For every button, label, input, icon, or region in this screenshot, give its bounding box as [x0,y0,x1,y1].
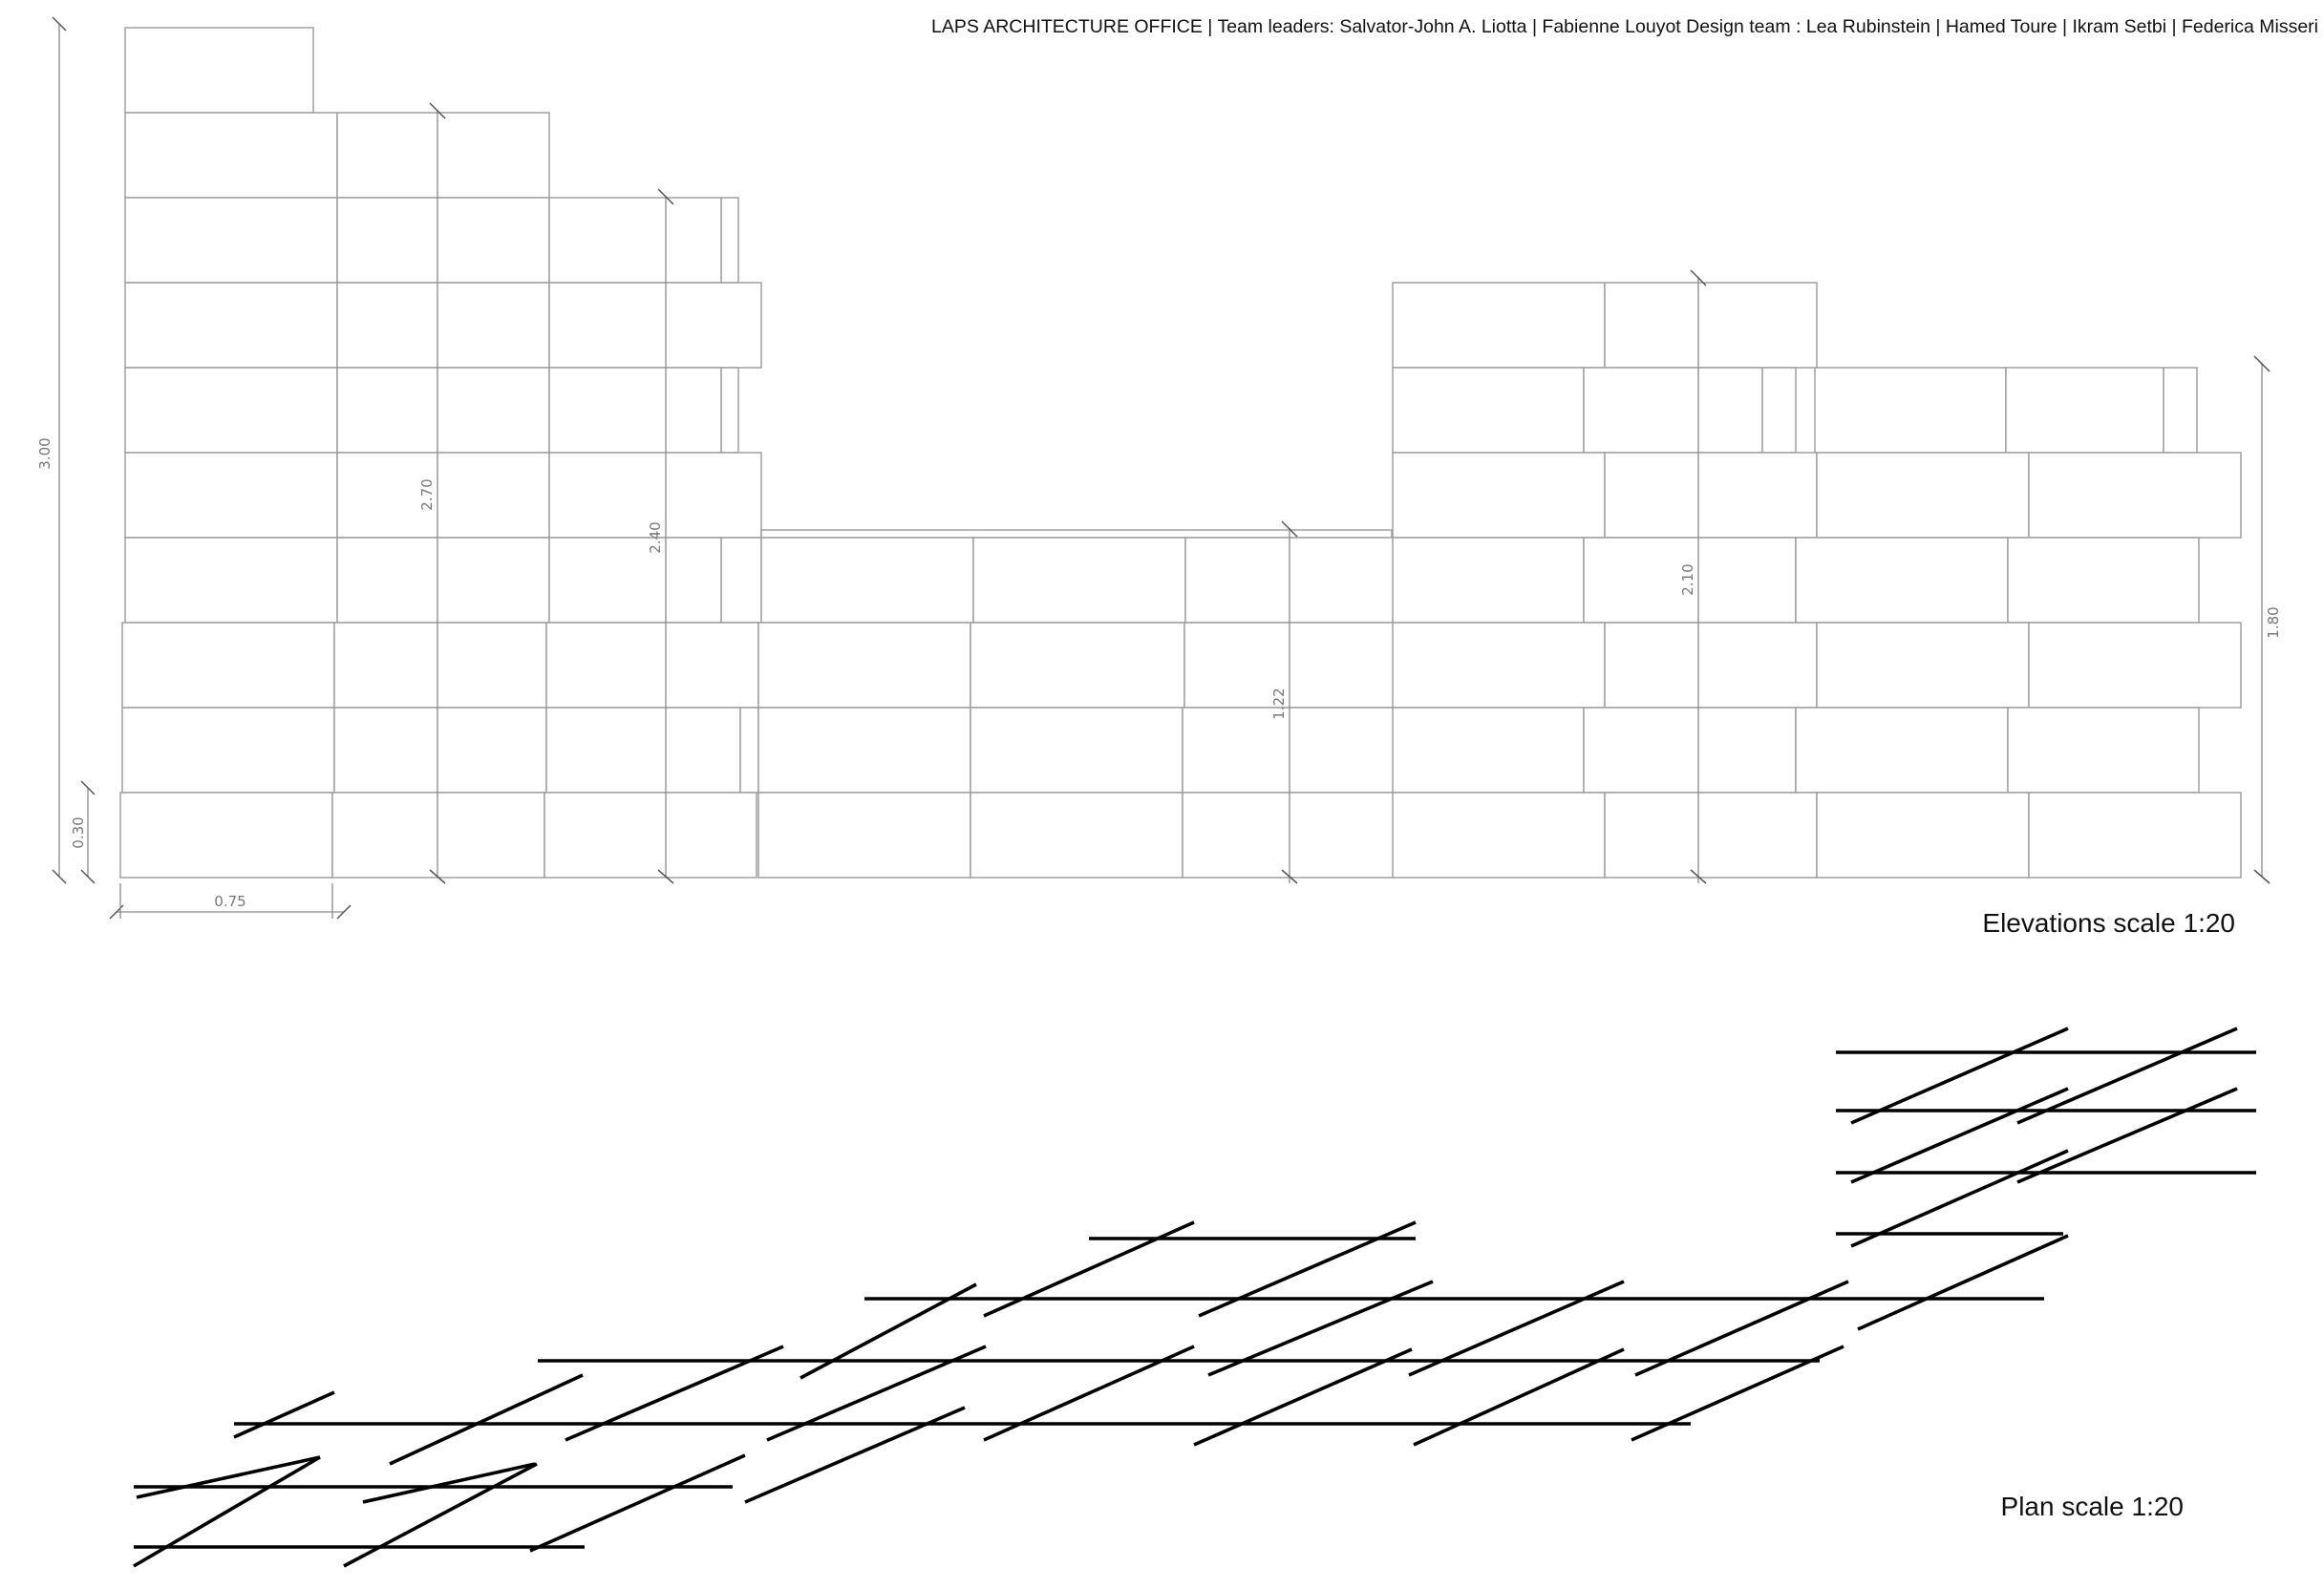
elevations-scale-label: Elevations scale 1:20 [1982,908,2235,938]
dimension-lines [52,16,2271,920]
dim-base-height: 0.30 [70,816,87,848]
plan-drawing [133,1027,2256,1568]
left-tower-panels [119,27,762,879]
dim-mid-section: 1.22 [1270,688,1288,719]
plan-scale-label: Plan scale 1:20 [2001,1492,2184,1521]
right-section-panels [1392,282,2242,879]
dim-tower-c: 2.10 [1679,563,1696,595]
dim-tower-a: 2.70 [418,478,436,510]
dimension-labels: 3.00 0.30 0.75 2.70 2.40 1.22 2.10 1.80 [36,437,2282,910]
dim-total-height: 3.00 [36,437,53,469]
elevation-drawing: 3.00 0.30 0.75 2.70 2.40 1.22 2.10 1.80 [36,16,2282,920]
dim-tower-b: 2.40 [647,521,664,553]
middle-section-panels [757,529,1398,879]
dim-module-width: 0.75 [214,893,245,910]
credits-line: LAPS ARCHITECTURE OFFICE | Team leaders:… [931,16,2318,37]
dim-right-section: 1.80 [2265,606,2282,638]
